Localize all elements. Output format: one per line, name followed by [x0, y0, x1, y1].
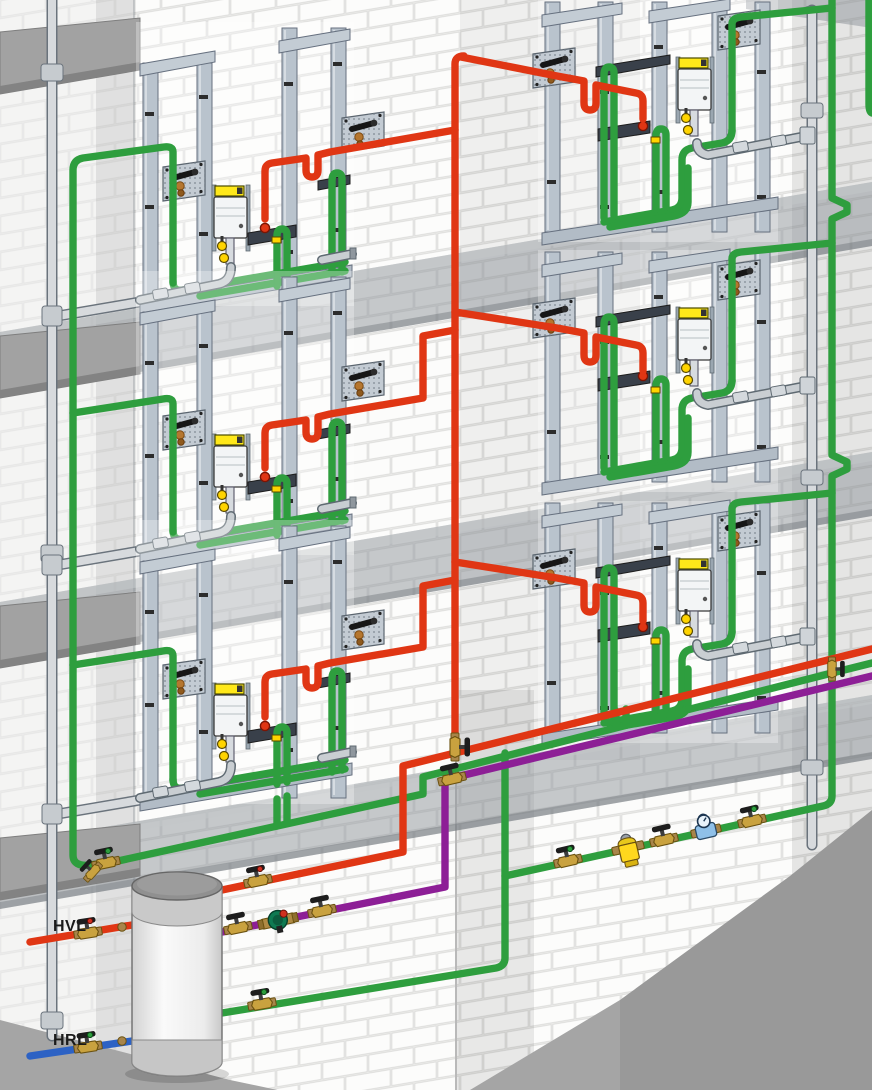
pipe-labels: HVL HRL: [53, 918, 87, 1049]
fittings: [71, 656, 846, 1055]
cold-water-piping: [69, 0, 872, 1017]
hot-water-basement-line: [219, 646, 872, 893]
cold-water-riser-left: [70, 144, 176, 868]
wall-corner-shadow: [96, 0, 136, 1090]
hrl-label: HRL: [53, 1032, 87, 1049]
hvl-label: HVL: [53, 918, 87, 935]
hot-water-storage-tank: [125, 871, 229, 1083]
hot-water-piping: [26, 52, 872, 946]
basement-floor: [0, 810, 872, 1090]
cold-water-riser-right: [829, 0, 850, 665]
outer-wall-strip: [0, 0, 134, 1090]
